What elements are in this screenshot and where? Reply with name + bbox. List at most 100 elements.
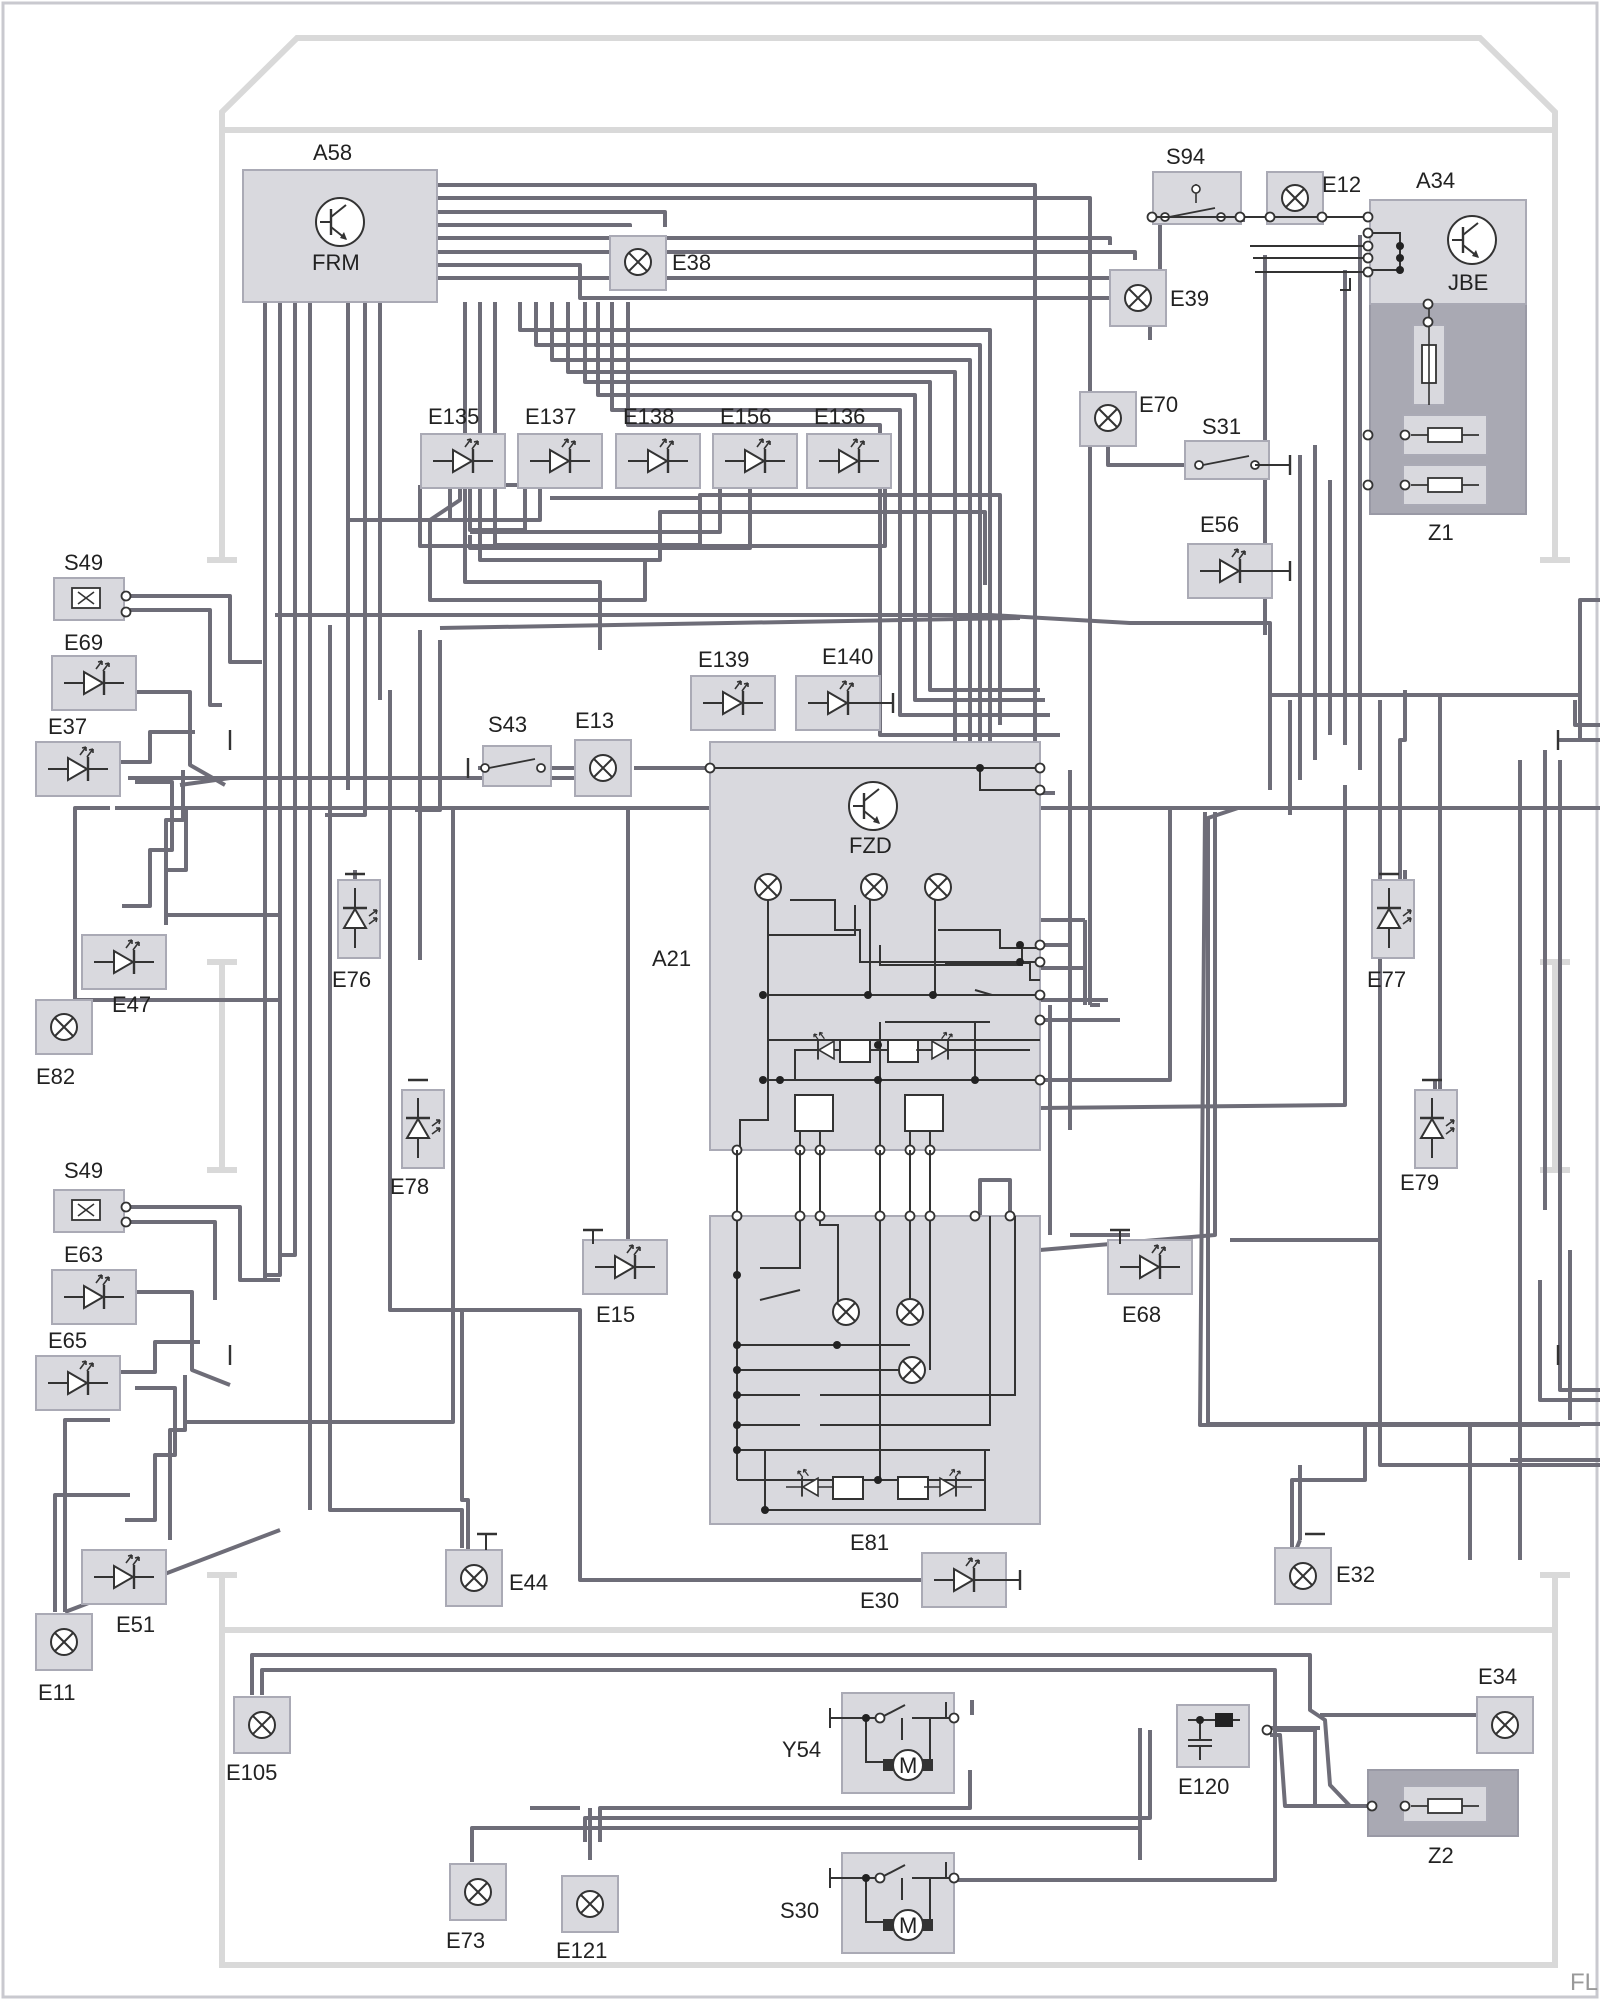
motor-s30-label: S30 [780,1898,819,1923]
lamp-e82-label: E82 [36,1064,75,1089]
relay-e120[interactable]: E120 [1176,1704,1273,1799]
fuse-carrier-z2[interactable]: Z2 [1366,1769,1519,1868]
jbe-id: A34 [1416,168,1455,193]
lamp-e38[interactable]: E38 [609,235,711,291]
jbe-name: JBE [1448,270,1488,295]
frm-id: A58 [313,140,352,165]
led-e79-label: E79 [1400,1170,1439,1195]
switch-s49-lower-label: S49 [64,1158,103,1183]
led-e47-label: E47 [112,992,151,1017]
switch-s49-lower[interactable]: S49 [53,1158,132,1233]
led-e56-label: E56 [1200,512,1239,537]
frm-control-unit[interactable]: A58 FRM [242,140,438,303]
lamp-e105-label: E105 [226,1760,277,1785]
lamp-e13-label: E13 [575,708,614,733]
lamp-e39[interactable]: E39 [1109,269,1209,327]
led-e68-label: E68 [1122,1302,1161,1327]
led-e63-label: E63 [64,1242,103,1267]
e81-label: E81 [850,1530,889,1555]
switch-s43[interactable]: S43 [466,712,552,787]
switch-s31[interactable]: S31 [1184,414,1292,480]
motor-s30-symbol: M [899,1913,917,1938]
led-e140[interactable]: E140 [795,644,895,731]
roof-control-panel-e81[interactable]: E81 [709,1150,1041,1555]
led-e56[interactable]: E56 [1187,512,1292,599]
switch-s94[interactable]: S94 [1152,144,1242,225]
fuse-z2-label: Z2 [1428,1843,1454,1868]
fuse-z1-label: Z1 [1428,520,1454,545]
lamp-e34-label: E34 [1478,1664,1517,1689]
led-e137[interactable]: E137 [517,404,603,489]
led-e77[interactable]: E77 [1367,872,1415,992]
led-e138[interactable]: E138 [615,404,701,489]
led-e135[interactable]: E135 [420,404,506,489]
motor-y54-label: Y54 [782,1737,821,1762]
lamp-e32-label: E32 [1336,1562,1375,1587]
led-e51-label: E51 [116,1612,155,1637]
lamp-e121-label: E121 [556,1938,607,1963]
lamp-e70-label: E70 [1139,392,1178,417]
ground-symbols [228,730,1560,1365]
switch-s94-label: S94 [1166,144,1205,169]
led-e136-label: E136 [814,404,865,429]
led-e135-label: E135 [428,404,479,429]
led-e30[interactable]: E30 [860,1552,1022,1613]
jbe-control-unit[interactable]: A34 JBE Z1 [1369,168,1527,545]
frm-name: FRM [312,250,360,275]
lamp-e38-label: E38 [672,250,711,275]
led-e47[interactable]: E47 [81,934,167,1017]
led-e79[interactable]: E79 [1400,1078,1458,1195]
lamp-e13[interactable]: E13 [574,708,632,797]
lamp-e82[interactable]: E82 [35,999,93,1089]
led-e78-label: E78 [390,1174,429,1199]
led-e37-label: E37 [48,714,87,739]
led-e65-label: E65 [48,1328,87,1353]
lamp-e105[interactable]: E105 [226,1696,291,1785]
led-e138-label: E138 [623,404,674,429]
led-e156[interactable]: E156 [712,404,798,489]
led-e136[interactable]: E136 [806,404,892,489]
led-e65[interactable]: E65 [35,1328,121,1411]
lamp-e11[interactable]: E11 [35,1613,93,1705]
led-e15[interactable]: E15 [582,1228,668,1327]
motor-y54-symbol: M [899,1753,917,1778]
led-e30-label: E30 [860,1588,899,1613]
led-e63[interactable]: E63 [51,1242,137,1325]
switch-s43-label: S43 [488,712,527,737]
motor-y54[interactable]: M Y54 [782,1692,960,1794]
led-e140-label: E140 [822,644,873,669]
lamp-e73[interactable]: E73 [446,1863,507,1953]
switch-s49-upper[interactable]: S49 [53,550,132,621]
lamp-e73-label: E73 [446,1928,485,1953]
lamp-e39-label: E39 [1170,286,1209,311]
led-e51[interactable]: E51 [81,1549,167,1637]
led-e139[interactable]: E139 [690,647,776,731]
led-e69[interactable]: E69 [51,630,137,711]
lamp-e12[interactable]: E12 [1266,171,1361,225]
relay-e120-label: E120 [1178,1774,1229,1799]
lamp-e32[interactable]: E32 [1274,1532,1375,1605]
led-e137-label: E137 [525,404,576,429]
lamp-e44[interactable]: E44 [445,1532,548,1607]
lamp-e70[interactable]: E70 [1079,391,1178,447]
led-e76[interactable]: E76 [332,872,381,992]
led-e77-label: E77 [1367,967,1406,992]
lamp-e121[interactable]: E121 [556,1875,619,1963]
led-e156-label: E156 [720,404,771,429]
led-e78[interactable]: E78 [390,1078,445,1199]
lamp-e11-label: E11 [38,1680,76,1705]
led-e37[interactable]: E37 [35,714,121,797]
led-e15-label: E15 [596,1302,635,1327]
led-e68[interactable]: E68 [1107,1228,1193,1327]
lamp-e34[interactable]: E34 [1476,1664,1534,1754]
fzd-control-unit[interactable]: FZD A21 [652,741,1046,1156]
fzd-id: A21 [652,946,691,971]
vehicle-outline [207,35,1570,1968]
jbe-wiring [1155,216,1401,291]
switch-s49-upper-label: S49 [64,550,103,575]
motor-s30[interactable]: M S30 [780,1852,960,1954]
lamp-e44-label: E44 [509,1570,548,1595]
corner-mark: FL [1570,1969,1598,1996]
fzd-name: FZD [849,833,892,858]
